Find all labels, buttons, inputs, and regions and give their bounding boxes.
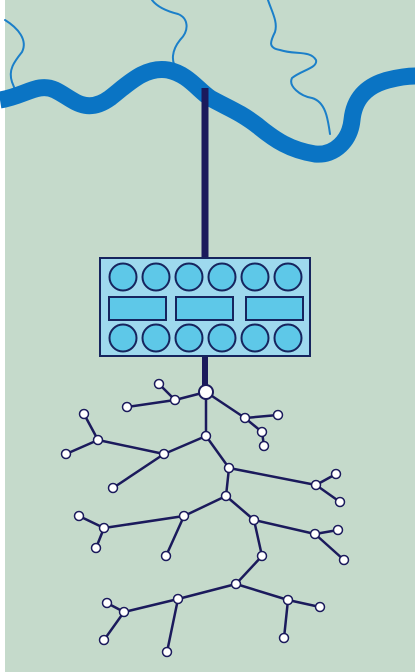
river [0, 60, 415, 163]
distribution-pipe [122, 597, 180, 614]
distribution-nodes [60, 378, 350, 658]
storage-tank [108, 323, 138, 353]
distribution-pipe [164, 514, 186, 558]
storage-tank [141, 262, 171, 292]
junction-node [92, 434, 104, 446]
junction-node [248, 514, 260, 526]
distribution-hub-node [198, 384, 214, 400]
junction-node [107, 482, 119, 494]
junction-node [330, 468, 342, 480]
treatment-basin [175, 296, 234, 321]
storage-tank [207, 262, 237, 292]
storage-tank [240, 262, 270, 292]
junction-node [256, 426, 268, 438]
distribution-pipe [111, 452, 166, 490]
tributaries [4, 0, 331, 135]
storage-tank [174, 262, 204, 292]
storage-tank [240, 323, 270, 353]
junction-node [118, 606, 130, 618]
junction-node [223, 462, 235, 474]
distribution-pipe [227, 466, 318, 487]
storage-tank [141, 323, 171, 353]
storage-tank [273, 323, 303, 353]
distribution-pipe [125, 398, 177, 409]
junction-node [258, 440, 270, 452]
junction-node [160, 550, 172, 562]
junction-node [98, 634, 110, 646]
junction-node [310, 479, 322, 491]
junction-node [161, 646, 173, 658]
distribution-pipe [286, 598, 322, 609]
junction-node [230, 578, 242, 590]
distribution-pipe [182, 494, 228, 518]
junction-node [332, 524, 344, 536]
storage-tank [207, 323, 237, 353]
distribution-pipe [165, 597, 180, 654]
junction-node [101, 597, 113, 609]
junction-node [314, 601, 326, 613]
distribution-pipe [176, 582, 238, 601]
junction-node [178, 510, 190, 522]
distribution-pipe [96, 438, 166, 456]
treatment-facility [99, 257, 311, 357]
junction-node [338, 554, 350, 566]
tributary-stream [267, 0, 331, 135]
treatment-basin [245, 296, 304, 321]
junction-node [172, 593, 184, 605]
junction-node [278, 632, 290, 644]
storage-tank [174, 323, 204, 353]
junction-node [200, 430, 212, 442]
distribution-pipe [162, 434, 208, 456]
junction-node [309, 528, 321, 540]
distribution-pipe [234, 554, 264, 586]
junction-node [60, 448, 72, 460]
distribution-pipe [64, 438, 100, 456]
junction-node [98, 522, 110, 534]
junction-node [153, 378, 165, 390]
junction-node [169, 394, 181, 406]
junction-node [282, 594, 294, 606]
distribution-pipe [102, 514, 186, 530]
storage-tank [273, 262, 303, 292]
junction-node [90, 542, 102, 554]
distribution-pipe [234, 582, 290, 602]
junction-node [334, 496, 346, 508]
distribution-pipe [243, 413, 280, 420]
tributary-stream [4, 19, 25, 93]
distribution-pipe [282, 598, 290, 640]
distribution-pipe [252, 518, 317, 536]
tributary-stream [151, 0, 188, 71]
distribution-pipe [224, 494, 256, 522]
distribution-pipe [204, 434, 231, 470]
storage-tank [108, 262, 138, 292]
junction-node [158, 448, 170, 460]
distribution-pipe [313, 532, 346, 562]
junction-node [239, 412, 251, 424]
junction-node [73, 510, 85, 522]
treatment-basin [108, 296, 167, 321]
distribution-pipe [252, 518, 264, 558]
distribution-pipe [102, 610, 126, 642]
junction-node [78, 408, 90, 420]
junction-node [256, 550, 268, 562]
junction-node [272, 409, 284, 421]
junction-node [121, 401, 133, 413]
junction-node [220, 490, 232, 502]
